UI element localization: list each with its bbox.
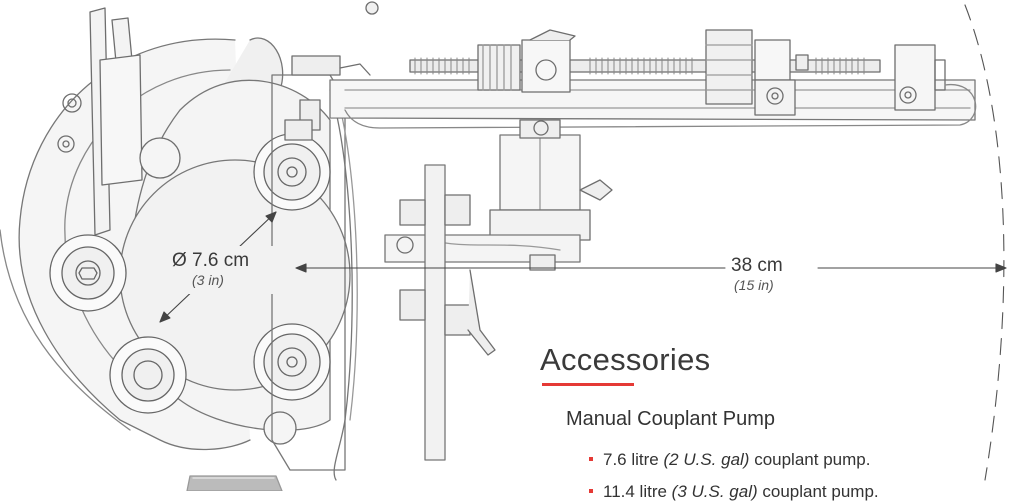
wheel: [253, 133, 331, 211]
knob: [477, 44, 521, 91]
list-item: 7.6 litre (2 U.S. gal) couplant pump.: [589, 450, 870, 470]
accent-rule: [542, 383, 634, 386]
length-label: 38 cm: [731, 255, 783, 276]
pump-title: Manual Couplant Pump: [566, 408, 776, 430]
diameter-sub-label: (3 in): [192, 272, 224, 288]
wheel: [49, 234, 127, 312]
wheel: [253, 323, 331, 401]
carriage-block: [754, 39, 791, 81]
scanner-illustration: [0, 1, 1007, 492]
cable: [329, 89, 353, 481]
diameter-label: Ø 7.6 cm: [172, 250, 250, 271]
list-item: 11.4 litre (3 U.S. gal) couplant pump.: [589, 482, 879, 502]
range-arc: [964, 4, 1005, 481]
accessories-title: Accessories: [540, 342, 711, 377]
rail: [329, 79, 976, 121]
scanner-diagram: [0, 1, 1007, 492]
probe-shoe: [424, 164, 446, 461]
wheel: [109, 336, 187, 414]
end-block: [894, 44, 936, 111]
bullet-marker: [589, 456, 593, 461]
length-sub-label: (15 in): [734, 277, 774, 293]
carriage-block: [521, 39, 571, 93]
knob: [705, 29, 753, 105]
